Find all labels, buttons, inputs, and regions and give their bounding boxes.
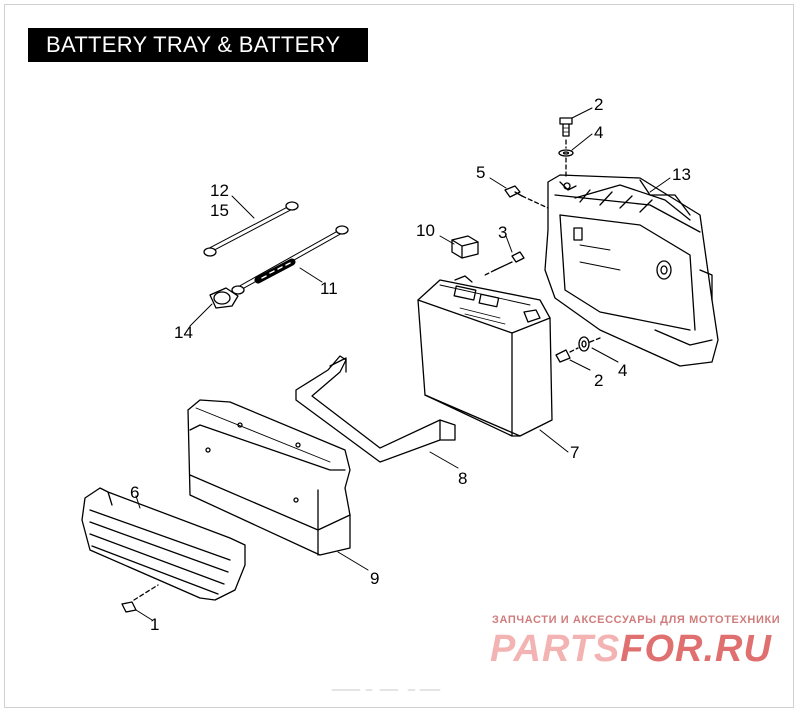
callout-4-top: 4 xyxy=(594,123,603,142)
callout-12: 12 xyxy=(210,181,229,200)
callout-5: 5 xyxy=(476,163,485,182)
leader-lines xyxy=(135,107,671,621)
watermark-brand-b: FOR.RU xyxy=(620,628,772,670)
callout-3: 3 xyxy=(498,223,507,242)
tray-top-bolt xyxy=(558,117,574,177)
watermark-brand-a: PARTS xyxy=(490,628,621,670)
tray-side-bolt xyxy=(555,336,601,363)
callout-labels: 2 4 5 13 10 3 2 4 7 8 9 6 1 12 15 11 14 xyxy=(130,95,691,634)
trim-screw xyxy=(121,584,159,613)
cover-trim xyxy=(81,487,246,601)
callout-2-bottom: 2 xyxy=(594,371,603,390)
battery-tray xyxy=(544,174,719,367)
ground-cable xyxy=(203,201,299,257)
battery-cover xyxy=(187,399,351,556)
callout-4-bottom: 4 xyxy=(618,361,627,380)
callout-10: 10 xyxy=(416,221,435,240)
terminal-cap xyxy=(451,235,479,259)
battery-strap xyxy=(295,355,456,463)
callout-2-top: 2 xyxy=(594,95,603,114)
callout-7: 7 xyxy=(570,443,579,462)
diagram-title: BATTERY TRAY & BATTERY xyxy=(28,28,368,62)
callout-11: 11 xyxy=(320,279,338,298)
callout-1: 1 xyxy=(150,615,159,634)
positive-cable xyxy=(231,225,349,295)
callout-8: 8 xyxy=(458,469,467,488)
callout-15: 15 xyxy=(210,201,229,220)
callout-14: 14 xyxy=(174,323,193,342)
battery xyxy=(417,275,553,437)
terminal-boot xyxy=(209,287,239,309)
watermark-logo: PARTSFOR.RU xyxy=(490,628,772,671)
diagram-frame xyxy=(4,4,794,708)
mount-stud xyxy=(504,185,549,209)
callout-6: 6 xyxy=(130,483,139,502)
terminal-screw xyxy=(484,251,525,276)
callout-13: 13 xyxy=(672,165,691,184)
callout-9: 9 xyxy=(370,569,379,588)
watermark-tagline: ЗАПЧАСТИ И АКСЕССУАРЫ ДЛЯ МОТОТЕХНИКИ xyxy=(492,614,781,626)
